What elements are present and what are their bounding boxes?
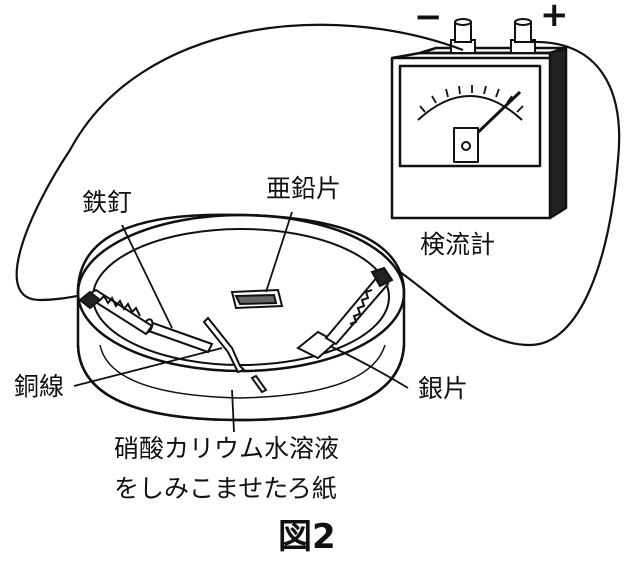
wire-left	[15, 23, 464, 302]
galvanometer	[390, 46, 568, 220]
label-copper-wire: 銅線	[14, 372, 65, 401]
clip-right	[324, 266, 394, 346]
label-zinc: 亜鉛片	[266, 174, 342, 203]
figure-caption: 図2	[278, 517, 336, 557]
label-solution-line2: をしみこませたろ紙	[114, 474, 337, 503]
terminal-plus	[510, 18, 536, 54]
copper-wire-pieces	[202, 316, 268, 394]
leader-lines	[73, 211, 409, 433]
clip-left	[78, 288, 154, 336]
zinc-piece	[230, 288, 284, 310]
label-silver: 銀片	[418, 374, 469, 403]
label-iron-nail: 鉄釘	[82, 188, 133, 217]
minus-sign: −	[414, 0, 443, 37]
label-galvanometer: 検流計	[420, 230, 496, 259]
terminal-minus	[450, 18, 476, 54]
label-solution-line1: 硝酸カリウム水溶液	[114, 434, 340, 463]
plus-sign: +	[540, 0, 569, 35]
dial-ticks	[419, 85, 524, 113]
petri-dish	[76, 213, 406, 422]
